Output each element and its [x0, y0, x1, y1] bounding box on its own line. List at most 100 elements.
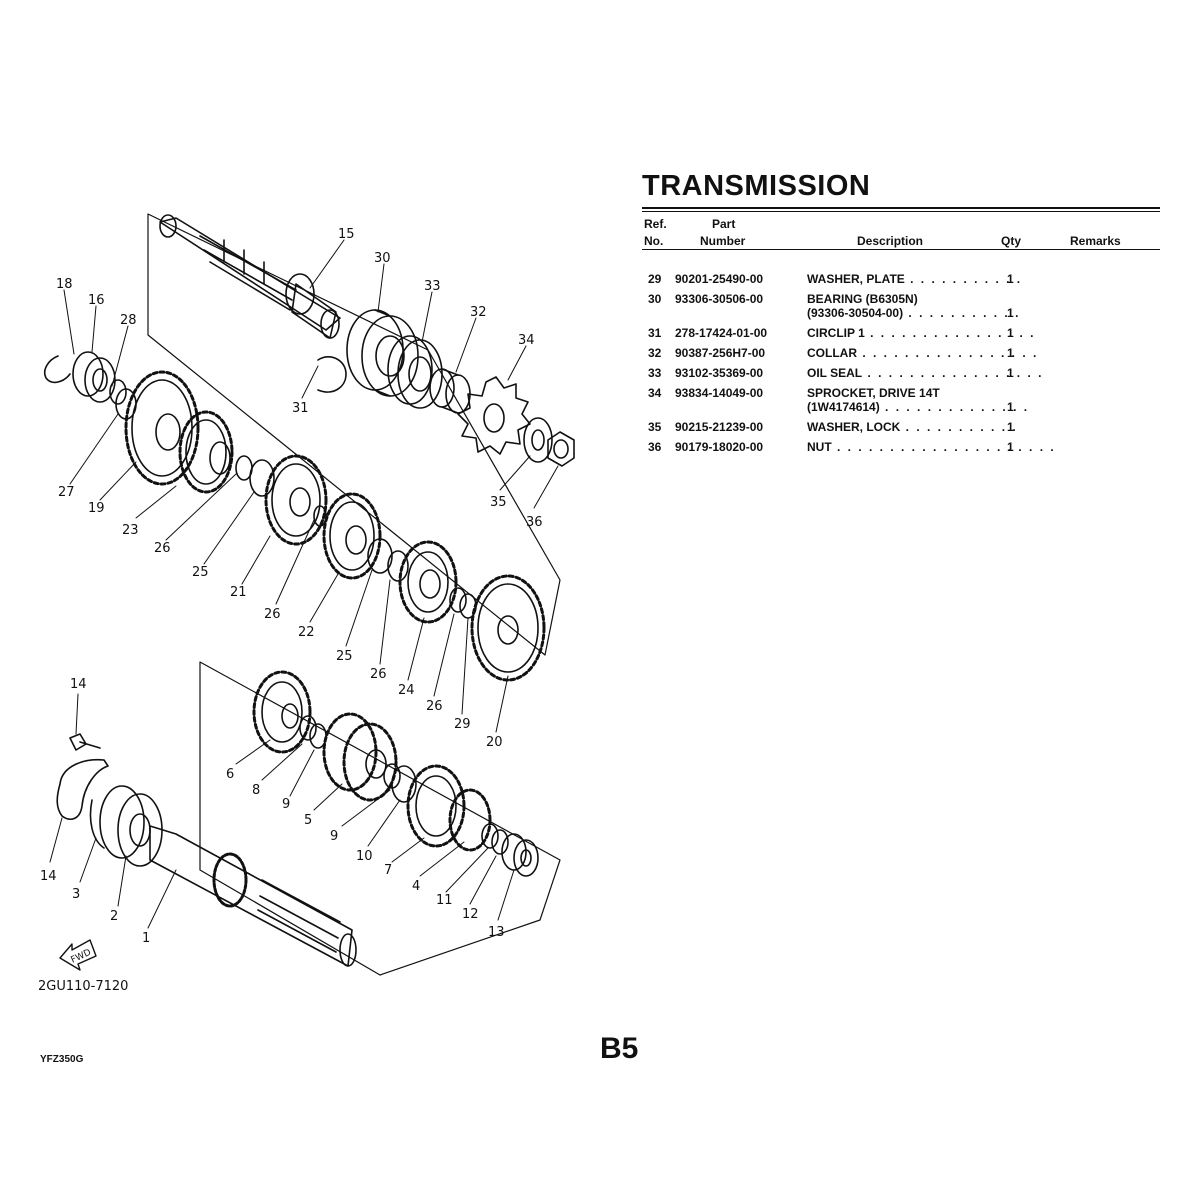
callout-19: 19 [88, 501, 105, 516]
header-number: Number [700, 234, 746, 248]
callout-2: 2 [110, 909, 118, 924]
callout-27: 27 [58, 485, 75, 500]
callout-22: 22 [298, 625, 315, 640]
exploded-parts-diagram: 15 30 33 32 34 31 35 36 18 16 28 27 19 2… [38, 213, 575, 994]
ref-no: 33 [648, 366, 662, 380]
qty: 1 [1007, 400, 1014, 414]
part-number: 90215-21239-00 [675, 420, 764, 434]
part-number: 278-17424-01-00 [675, 326, 768, 340]
description: OIL SEAL . . . . . . . . . . . . . . . .… [807, 366, 1044, 380]
callout-26a: 26 [154, 541, 171, 556]
header-remarks: Remarks [1070, 234, 1121, 248]
gear-4 [448, 788, 492, 852]
description: SPROCKET, DRIVE 14T (1W4174614) . . . . … [807, 386, 1030, 414]
callout-18: 18 [56, 277, 73, 292]
gear-6 [252, 670, 312, 754]
table-row: 32 90387-256H7-00 COLLAR . . . . . . . .… [642, 346, 1160, 366]
callout-25b: 25 [336, 649, 353, 664]
qty: 1 [1007, 440, 1014, 454]
callout-labels: 15 30 33 32 34 31 35 36 18 16 28 27 19 2… [38, 227, 543, 994]
part-number: 93834-14049-00 [675, 386, 764, 400]
collar [429, 368, 471, 414]
part-number: 93102-35369-00 [675, 366, 764, 380]
qty: 1 [1007, 272, 1014, 286]
header-qty: Qty [1001, 234, 1022, 248]
callout-12: 12 [462, 907, 479, 922]
callout-9b: 9 [330, 829, 338, 844]
qty: 1 [1007, 420, 1014, 434]
callout-33: 33 [424, 279, 441, 294]
table-row: 31 278-17424-01-00 CIRCLIP 1 . . . . . .… [642, 326, 1160, 346]
callout-6: 6 [226, 767, 234, 782]
callout-34: 34 [518, 333, 535, 348]
fwd-arrow-icon [59, 939, 97, 971]
callout-15: 14 [70, 677, 87, 692]
callout-26d: 26 [426, 699, 443, 714]
callout-29: 29 [454, 717, 471, 732]
callout-9a: 9 [282, 797, 290, 812]
ref-no: 29 [648, 272, 662, 286]
table-row: 34 93834-14049-00 SPROCKET, DRIVE 14T (1… [642, 386, 1160, 420]
header-no: No. [644, 234, 664, 248]
header-description: Description [857, 234, 924, 248]
drive-sprocket [457, 376, 531, 455]
gear-23 [178, 410, 234, 494]
callout-21: 21 [230, 585, 247, 600]
qty: 1 [1007, 346, 1014, 360]
header-ref: Ref. [644, 217, 667, 231]
page-code: B5 [600, 1032, 639, 1065]
table-row: 29 90201-25490-00 WASHER, PLATE . . . . … [642, 272, 1160, 292]
callout-3: 3 [72, 887, 80, 902]
callout-32: 32 [470, 305, 487, 320]
header-rule [642, 249, 1160, 250]
description: BEARING (B6305N) (93306-30504-00) . . . … [807, 292, 1021, 320]
callout-36: 36 [526, 515, 543, 530]
callout-26b: 26 [264, 607, 281, 622]
qty: 1 [1007, 366, 1014, 380]
title-rule [642, 207, 1160, 209]
callout-11: 11 [436, 893, 453, 908]
drive-axle-shaft [159, 214, 341, 339]
callout-1: 1 [142, 931, 150, 946]
part-number: 90387-256H7-00 [675, 346, 766, 360]
gear-7 [406, 764, 466, 848]
model-code: YFZ350G [40, 1054, 84, 1065]
parts-table: 29 90201-25490-00 WASHER, PLATE . . . . … [642, 272, 1160, 460]
callout-13: 13 [488, 925, 505, 940]
gear-20 [470, 574, 546, 682]
callout-5: 5 [304, 813, 312, 828]
description: COLLAR . . . . . . . . . . . . . . . . . [807, 346, 1039, 360]
callout-10: 10 [356, 849, 373, 864]
callout-16: 15 [338, 227, 355, 242]
qty: 1 [1007, 326, 1014, 340]
bearing [346, 309, 419, 397]
callout-23: 23 [122, 523, 139, 538]
description: WASHER, PLATE . . . . . . . . . . . [807, 272, 1023, 286]
callout-14: 14 [40, 869, 57, 884]
callout-7: 7 [384, 863, 392, 878]
gear-21 [264, 454, 328, 546]
callout-30: 30 [374, 251, 391, 266]
callout-8: 8 [252, 783, 260, 798]
part-number: 93306-30506-00 [675, 292, 764, 306]
gear-24 [398, 540, 458, 624]
diagram-code: 2GU110-7120 [38, 979, 128, 994]
oil-seal [387, 335, 443, 409]
ref-no: 34 [648, 386, 662, 400]
callout-17: 16 [88, 293, 105, 308]
callout-35: 35 [490, 495, 507, 510]
callout-26c: 26 [370, 667, 387, 682]
part-number: 90179-18020-00 [675, 440, 764, 454]
table-row: 35 90215-21239-00 WASHER, LOCK . . . . .… [642, 420, 1160, 440]
callout-31: 31 [292, 401, 309, 416]
description: WASHER, LOCK . . . . . . . . . . . [807, 420, 1018, 434]
description: NUT . . . . . . . . . . . . . . . . . . … [807, 440, 1056, 454]
callout-20: 20 [486, 735, 503, 750]
callout-25a: 25 [192, 565, 209, 580]
ref-no: 31 [648, 326, 662, 340]
table-row: 30 93306-30506-00 BEARING (B6305N) (9330… [642, 292, 1160, 326]
main-axle-shaft [149, 825, 357, 967]
callout-28: 28 [120, 313, 137, 328]
title-rule-thin [642, 211, 1160, 212]
gear-22 [322, 492, 382, 580]
